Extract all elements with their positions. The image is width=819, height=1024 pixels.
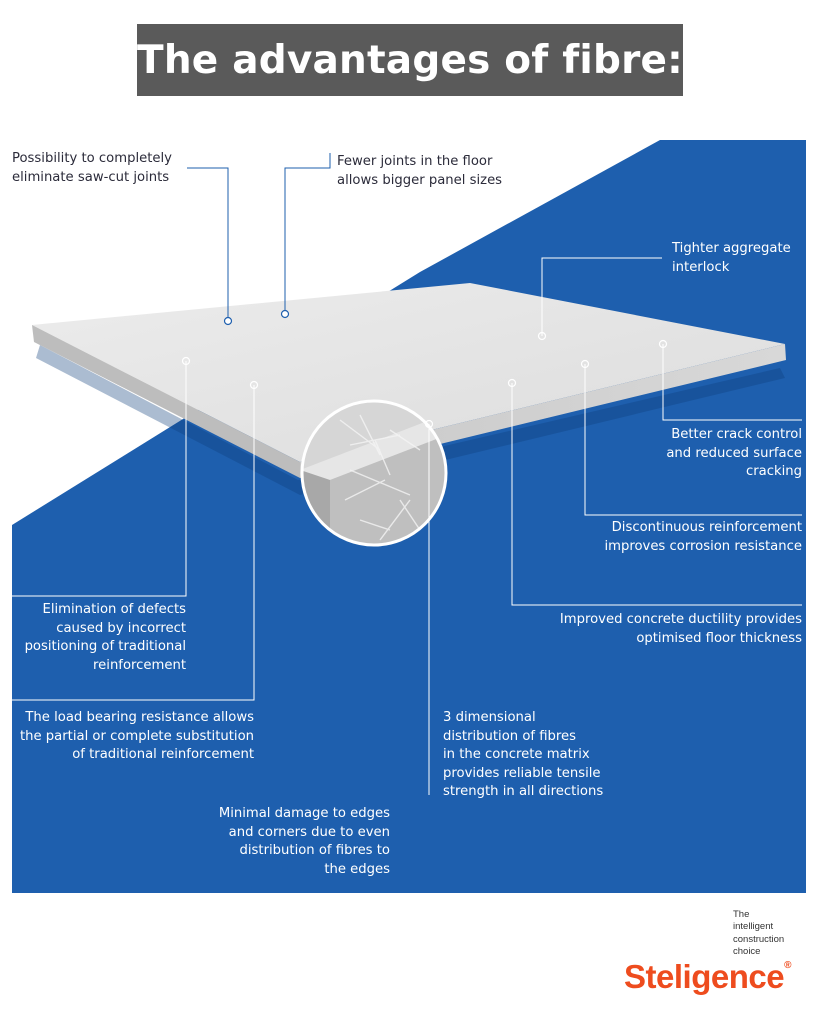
label-edges: Minimal damage to edges and corners due … (218, 806, 390, 877)
label-aggregate-interlock: Tighter aggregate interlock (672, 241, 791, 275)
label-crack-control: Better crack control and reduced surface… (666, 427, 802, 480)
label-fewer-joints: Fewer joints in the floor allows bigger … (337, 154, 503, 188)
brand-logo: Steligence® (624, 958, 791, 995)
label-load-bearing: The load bearing resistance allows the p… (19, 710, 254, 763)
page-title: The advantages of fibre: (137, 37, 683, 83)
label-defects: Elimination of defects caused by incorre… (24, 602, 186, 673)
label-corrosion-resistance: Discontinuous reinforcement improves cor… (604, 520, 802, 554)
brand-tagline: The intelligent construction choice (733, 909, 785, 958)
concrete-slab-edge-left (32, 325, 300, 478)
leader-lines (12, 153, 802, 795)
callout-dots (181, 309, 668, 429)
title-banner: The advantages of fibre: (137, 24, 683, 96)
label-saw-cut-joints: Possibility to completely eliminate saw-… (12, 151, 172, 185)
label-ductility: Improved concrete ductility provides opt… (559, 612, 802, 646)
label-three-dimensional: 3 dimensional distribution of fibres in … (443, 710, 604, 800)
concrete-slab-top (32, 283, 785, 462)
